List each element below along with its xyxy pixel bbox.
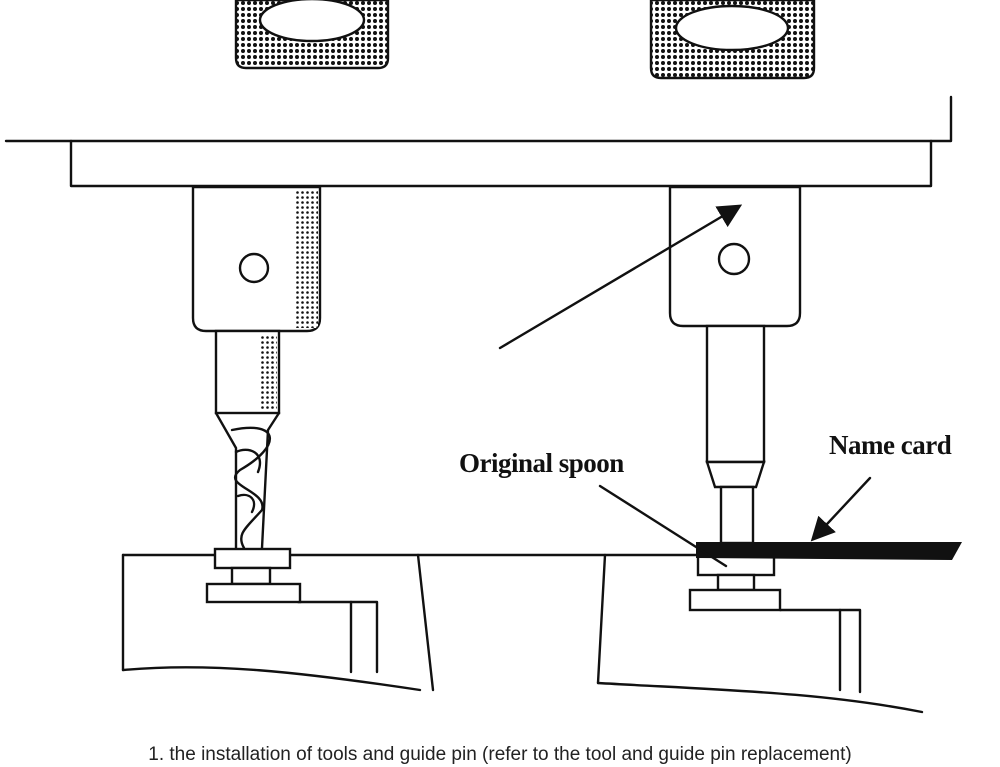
right-base xyxy=(596,553,924,714)
pointer-arrow xyxy=(498,204,743,350)
right-clamp xyxy=(688,553,782,612)
left-knob xyxy=(234,0,390,70)
right-knob xyxy=(649,0,816,80)
left-tool-holder xyxy=(191,185,322,415)
left-clamp xyxy=(205,547,302,604)
name-card-arrow xyxy=(810,476,872,542)
left-cutter-flutes xyxy=(214,411,281,550)
name-card-strip xyxy=(696,542,962,560)
original-spoon-arrow xyxy=(598,484,728,568)
right-pin-holder xyxy=(668,185,802,545)
label-name-card: Name card xyxy=(829,430,952,460)
left-base xyxy=(121,553,435,692)
figure-caption: 1. the installation of tools and guide p… xyxy=(148,744,852,765)
label-original-spoon: Original spoon xyxy=(459,448,624,478)
top-beam xyxy=(4,95,953,188)
